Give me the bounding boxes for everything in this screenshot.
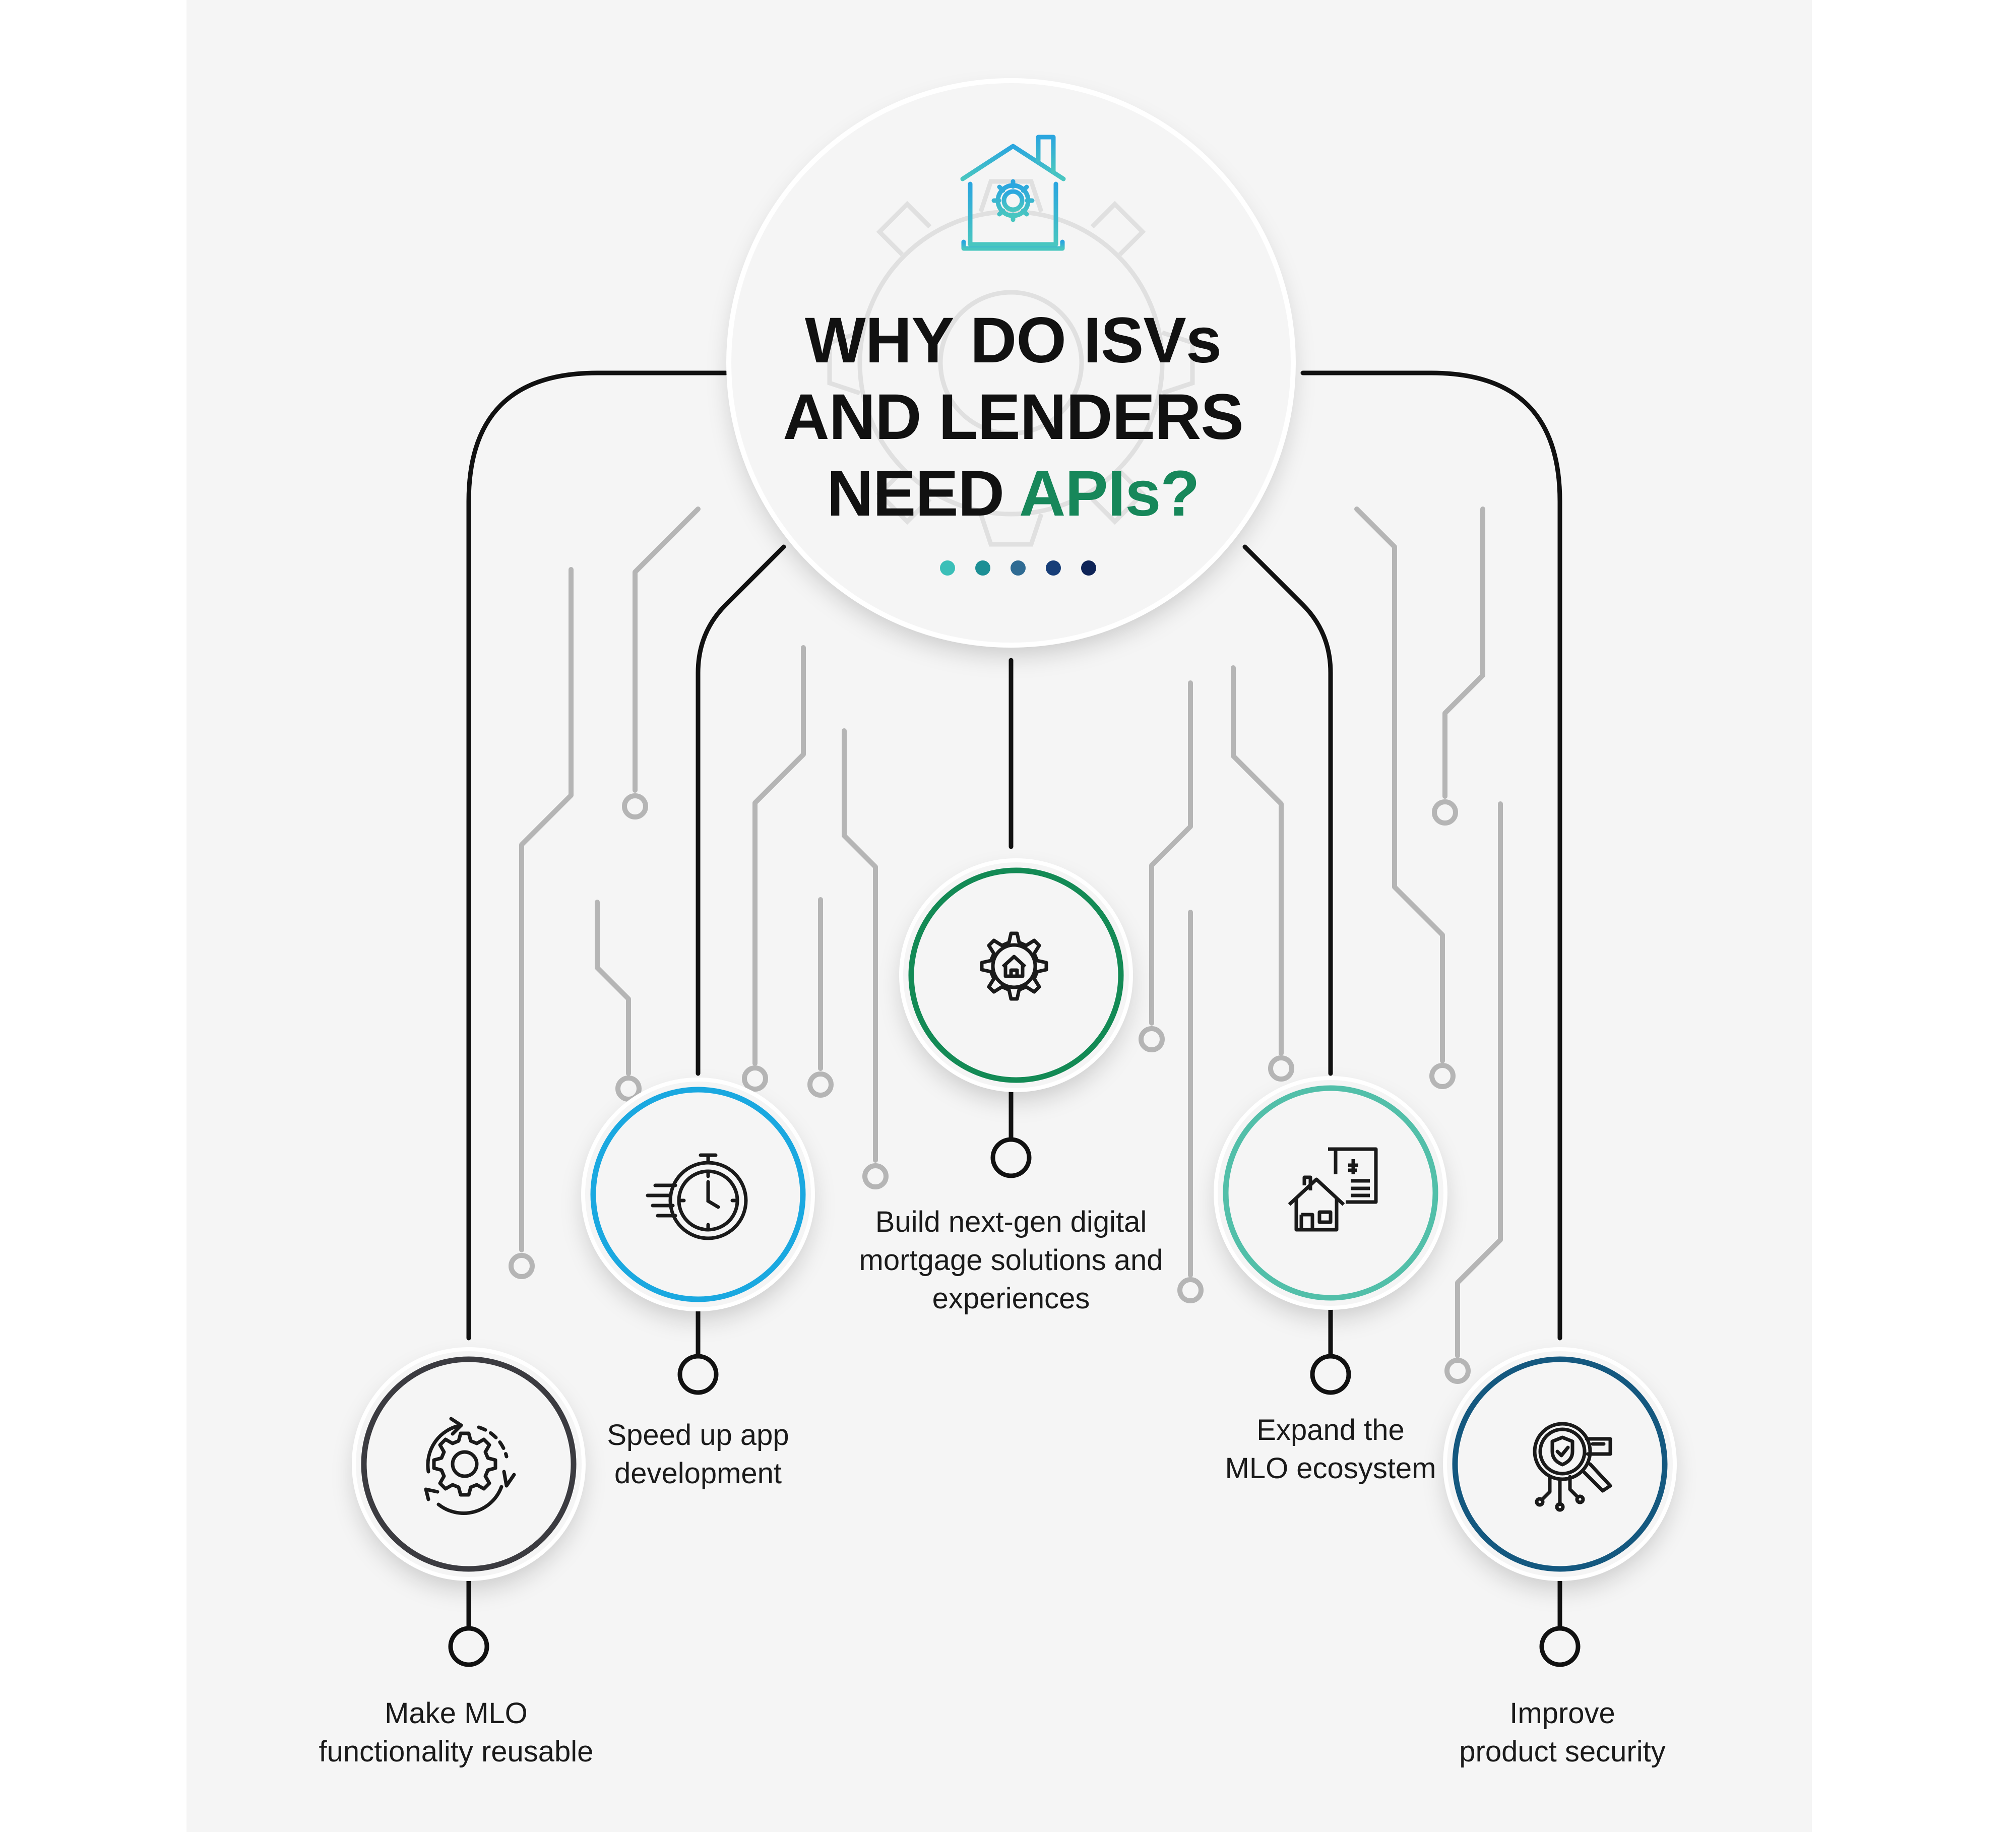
pagination-dots <box>940 560 1096 576</box>
house-document-icon <box>1288 1147 1378 1232</box>
node-make <box>352 1347 586 1581</box>
label-security: Improve product security <box>1459 1697 1666 1768</box>
terminal-circles <box>448 1137 1581 1667</box>
gear-house-icon <box>980 931 1048 1001</box>
node-security <box>1443 1347 1677 1581</box>
house-gear-icon <box>960 135 1066 251</box>
title-accent-apis: APIs? <box>1019 458 1200 530</box>
title-line-1: WHY DO ISVs <box>805 304 1222 376</box>
label-build: Build next-gen digital mortgage solution… <box>859 1206 1163 1315</box>
central-circle <box>726 78 1296 648</box>
main-connectors <box>466 370 1562 1631</box>
page-title: WHY DO ISVs AND LENDERS NEED APIs? <box>736 302 1290 532</box>
label-speed: Speed up app development <box>607 1419 789 1490</box>
title-line-3: NEED APIs? <box>736 456 1290 532</box>
stopwatch-icon <box>646 1153 748 1240</box>
background-circuit-traces <box>509 507 1503 1384</box>
node-speed <box>581 1078 815 1311</box>
node-expand <box>1214 1076 1447 1310</box>
label-make: Make MLO functionality reusable <box>319 1697 594 1768</box>
title-line-2: AND LENDERS <box>783 381 1244 453</box>
gear-cycle-icon <box>424 1417 516 1515</box>
shield-magnifier-icon <box>1533 1422 1612 1512</box>
title-line-3-prefix: NEED <box>827 458 1019 530</box>
node-build <box>899 858 1133 1092</box>
label-expand: Expand the MLO ecosystem <box>1225 1414 1436 1485</box>
